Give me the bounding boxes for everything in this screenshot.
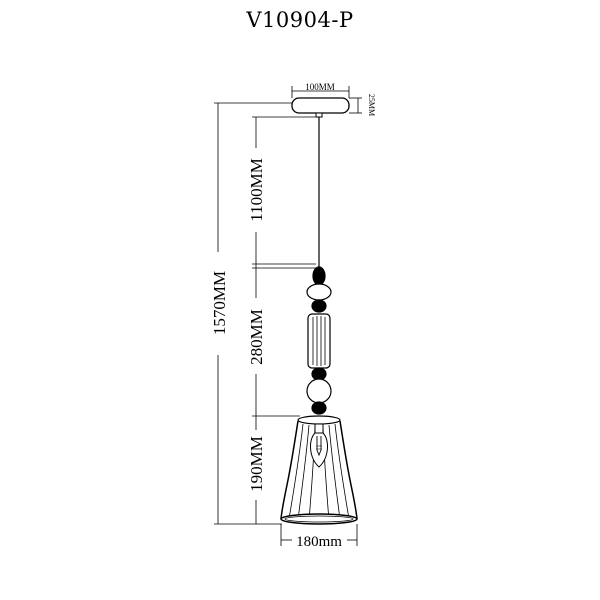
ceiling-canopy <box>291 97 350 114</box>
shade-diameter-label: 180mm <box>296 534 342 550</box>
cord-length-dimension <box>252 116 316 269</box>
canopy-width-label: 100MM <box>305 82 335 92</box>
canopy-height-label: 25MM <box>367 94 376 116</box>
body-length-dimension <box>252 268 300 417</box>
product-code-title: V10904-P <box>246 8 354 32</box>
suspension-cord <box>315 112 323 268</box>
body-length-label: 280MM <box>247 309 266 365</box>
canopy-width-dimension <box>291 86 350 98</box>
decorative-body <box>306 266 332 415</box>
shade-diameter-dimension <box>280 524 358 546</box>
bell-shade <box>280 415 358 525</box>
filament-bulb <box>310 423 328 468</box>
canopy-height-dimension <box>349 97 362 114</box>
total-height-dimension <box>214 102 292 525</box>
cord-length-label: 1100MM <box>247 158 266 222</box>
shade-height-label: 190MM <box>247 436 266 492</box>
total-height-label: 1570MM <box>210 271 229 335</box>
